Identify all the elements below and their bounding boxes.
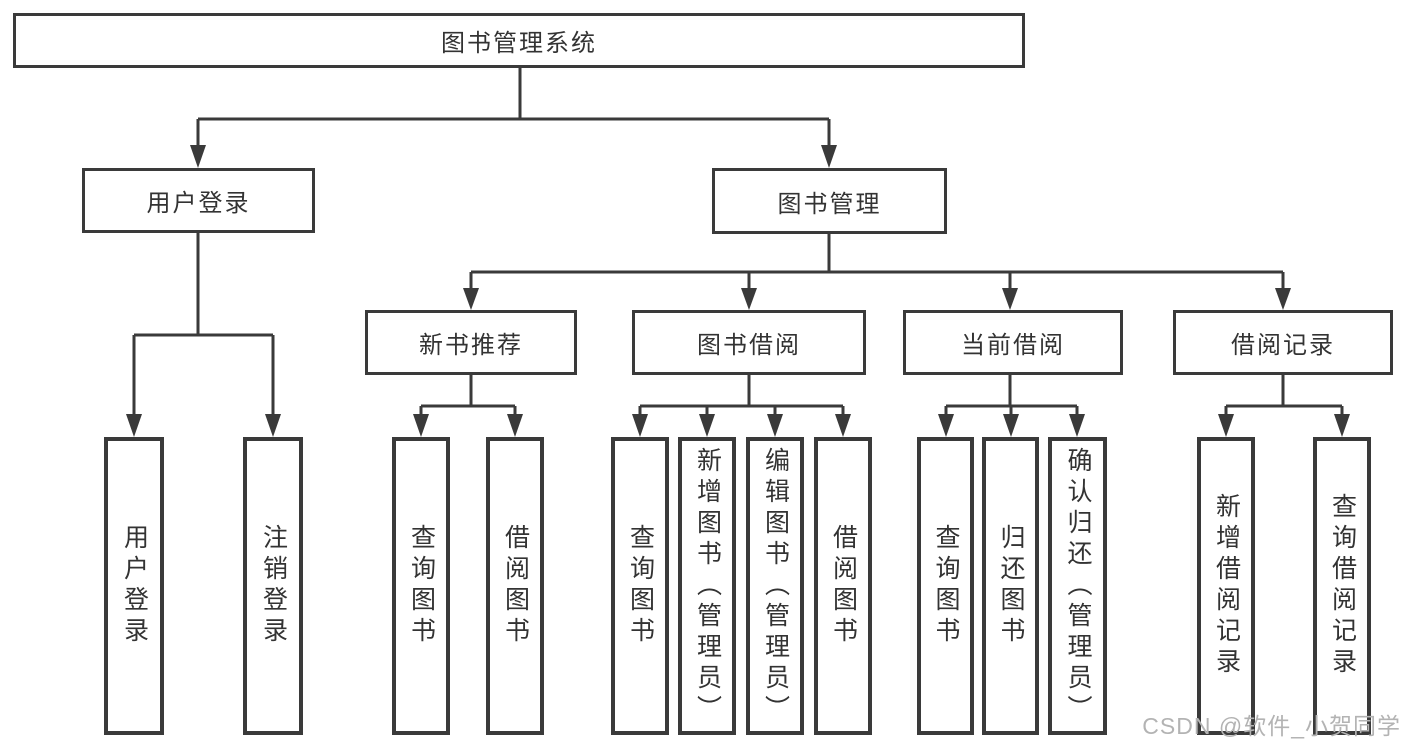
node-label: 借阅记录 [1231,332,1335,359]
leaf-label: 注销登录 [259,524,288,648]
node-library-management-system: 图书管理系统 [13,13,1025,68]
node-label: 用户登录 [146,190,251,217]
leaf-query-books-borrow: 查询图书 [611,437,669,735]
node-book-borrowing: 图书借阅 [632,310,866,375]
leaf-user-login: 用户登录 [104,437,164,735]
leaf-label: 编辑图书（管理员） [761,446,790,726]
leaf-query-borrow-record: 查询借阅记录 [1313,437,1371,735]
node-label: 图书借阅 [697,332,801,359]
leaf-label: 查询图书 [407,524,436,648]
node-borrowing-records: 借阅记录 [1173,310,1393,375]
leaf-label: 查询图书 [932,524,960,648]
leaf-query-books-current: 查询图书 [917,437,974,735]
leaf-add-books-admin: 新增图书（管理员） [678,437,736,735]
leaf-label: 新增图书（管理员） [693,446,722,726]
node-book-management: 图书管理 [712,168,947,234]
leaf-label: 新增借阅记录 [1212,493,1241,679]
node-label: 图书管理 [777,190,882,218]
leaf-query-books-recommend: 查询图书 [392,437,450,735]
leaf-label: 查询借阅记录 [1328,493,1357,679]
node-new-book-recommendation: 新书推荐 [365,310,577,375]
leaf-borrow-books: 借阅图书 [814,437,872,735]
leaf-logout-login: 注销登录 [243,437,303,735]
leaf-label: 归还图书 [997,524,1025,648]
leaf-confirm-return-admin: 确认归还（管理员） [1048,437,1107,735]
node-label: 当前借阅 [961,332,1065,359]
node-current-borrowing: 当前借阅 [903,310,1123,375]
csdn-watermark: CSDN @软件_小贺同学 [1142,713,1401,739]
leaf-label: 借阅图书 [829,524,858,648]
leaf-label: 确认归还（管理员） [1064,446,1092,726]
node-user-login: 用户登录 [82,168,315,233]
leaf-label: 查询图书 [626,524,655,648]
node-label: 图书管理系统 [441,30,597,57]
leaf-add-borrow-record: 新增借阅记录 [1197,437,1255,735]
leaf-return-books: 归还图书 [982,437,1039,735]
leaf-borrow-books-recommend: 借阅图书 [486,437,544,735]
leaf-edit-books-admin: 编辑图书（管理员） [746,437,804,735]
node-label: 新书推荐 [419,332,523,359]
leaf-label: 用户登录 [120,524,149,648]
leaf-label: 借阅图书 [501,524,530,648]
